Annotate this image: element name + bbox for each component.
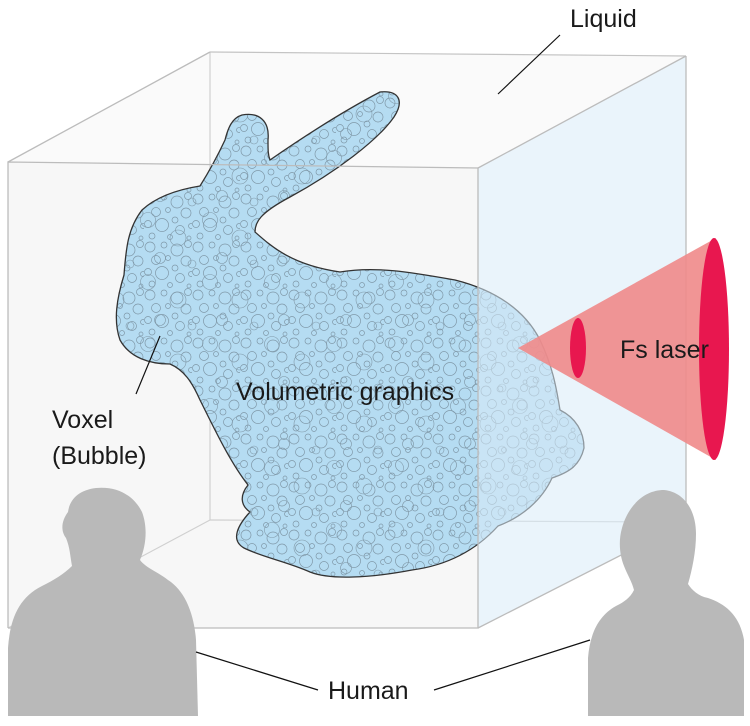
laser-aperture-ellipse — [699, 238, 729, 460]
cube-back-top-edge — [209, 51, 687, 57]
voxel-label: Voxel — [52, 406, 113, 434]
person-silhouette-icon — [8, 487, 198, 716]
liquid-leader-line — [497, 34, 561, 95]
human-leader-line-right — [433, 639, 591, 691]
fs-laser-label: Fs laser — [620, 336, 709, 364]
liquid-label: Liquid — [570, 5, 637, 33]
fs-laser — [518, 238, 729, 460]
human-left-silhouette — [8, 487, 198, 716]
human-right-silhouette — [588, 490, 744, 716]
laser-focus-ellipse-small — [570, 318, 586, 378]
cube-top-left-edge — [7, 51, 211, 163]
volumetric-graphics-label: Volumetric graphics — [236, 378, 454, 406]
human-leader-line-left — [195, 651, 319, 691]
person-silhouette-icon — [588, 490, 744, 716]
cube-top-right-edge — [477, 55, 687, 169]
human-label: Human — [328, 677, 409, 705]
laser-cone — [518, 238, 716, 460]
bunny-outline — [115, 91, 585, 578]
voxel-leader-line — [135, 335, 161, 395]
bubble-label: (Bubble) — [52, 442, 147, 470]
